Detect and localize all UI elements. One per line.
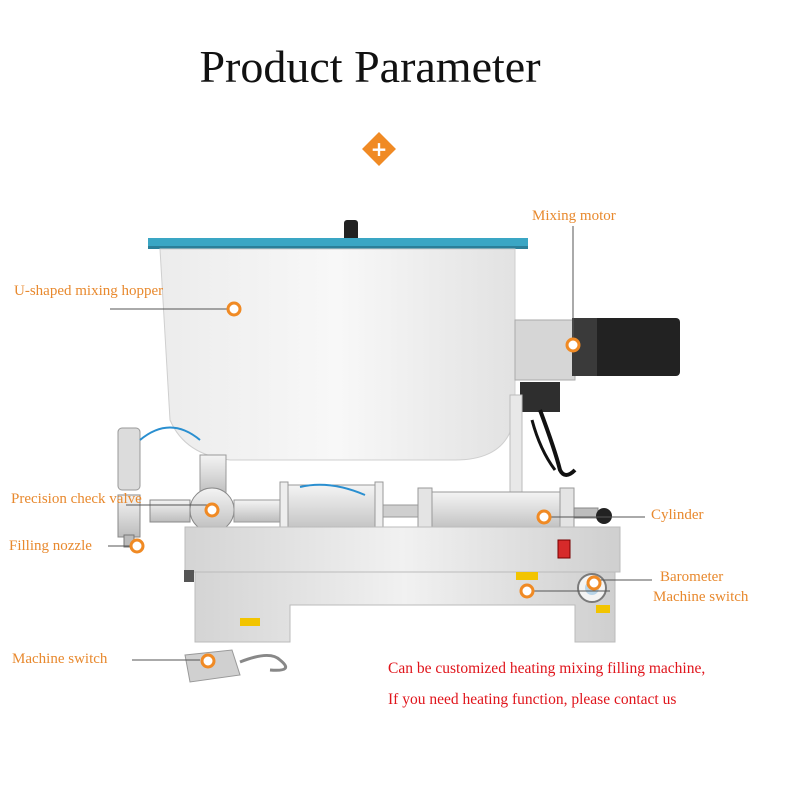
hotspot-markers bbox=[129, 301, 602, 669]
customization-note-line2: If you need heating function, please con… bbox=[388, 691, 677, 708]
customization-note-line1: Can be customized heating mixing filling… bbox=[388, 660, 706, 677]
mixing-motor bbox=[572, 318, 680, 376]
check-valve-hotspot bbox=[204, 502, 220, 518]
machine-base bbox=[194, 571, 616, 643]
barometer-hotspot bbox=[586, 575, 602, 591]
page-title: Product Parameter bbox=[199, 41, 541, 92]
cylinder-hotspot bbox=[536, 509, 552, 525]
label-hopper: U-shaped mixing hopper bbox=[14, 283, 164, 299]
u-shaped-hopper bbox=[159, 248, 516, 461]
hopper-knob bbox=[344, 220, 358, 242]
label-machine-switch-panel: Machine switch bbox=[653, 589, 749, 605]
hopper-lid bbox=[148, 238, 528, 247]
motor-gearbox bbox=[514, 319, 576, 381]
plus-icon: + bbox=[370, 137, 388, 161]
label-nozzle: Filling nozzle bbox=[9, 538, 92, 554]
foot-switch-hotspot bbox=[200, 653, 216, 669]
hopper-hotspot bbox=[226, 301, 242, 317]
nozzle-hotspot bbox=[129, 538, 145, 554]
machine-switch-hotspot bbox=[519, 583, 535, 599]
label-check-valve: Precision check valve bbox=[11, 491, 142, 507]
label-motor: Mixing motor bbox=[532, 208, 616, 224]
label-barometer: Barometer bbox=[660, 569, 724, 585]
machine-base-top bbox=[184, 526, 621, 573]
label-cylinder: Cylinder bbox=[651, 507, 704, 523]
label-machine-switch-foot: Machine switch bbox=[12, 651, 108, 667]
motor-hotspot bbox=[565, 337, 581, 353]
